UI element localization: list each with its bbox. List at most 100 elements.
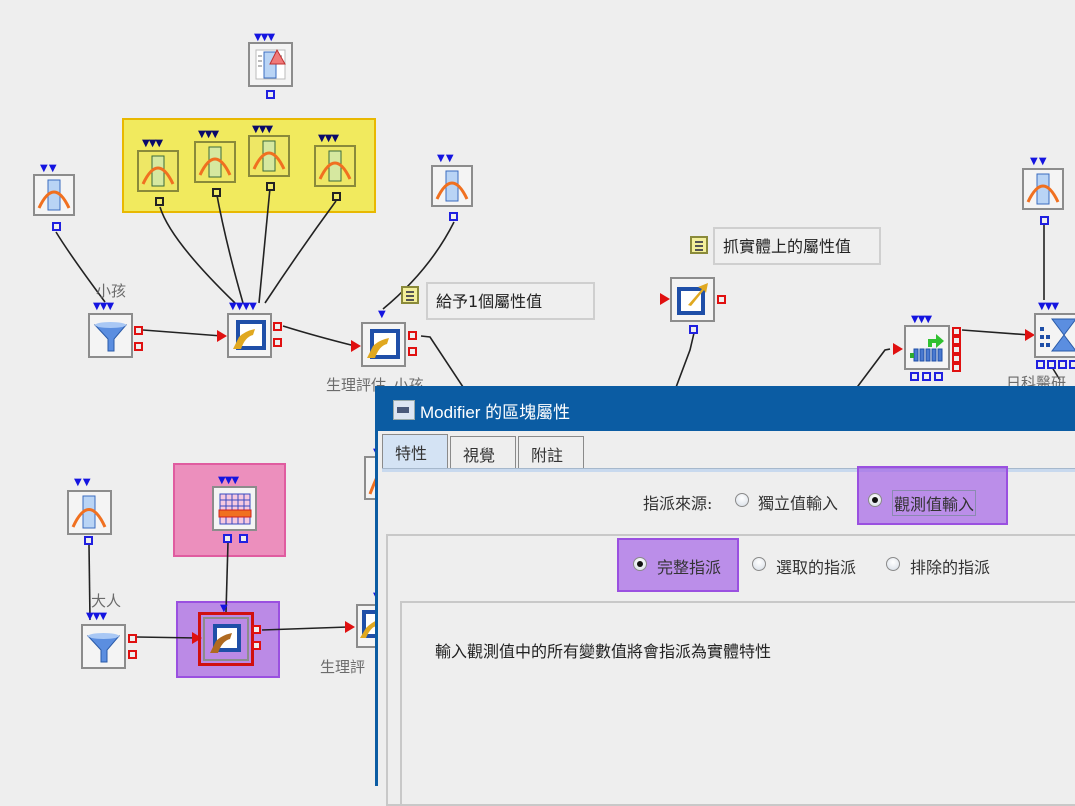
output-port[interactable] <box>934 372 943 381</box>
modifier-node-eval-adult[interactable] <box>356 604 378 648</box>
table-grid-icon <box>218 493 252 525</box>
tab-underline <box>382 468 1075 472</box>
dataset-node-left[interactable] <box>33 174 75 216</box>
modifier-node-eval-child[interactable] <box>361 322 406 367</box>
tab-properties[interactable]: 特性 <box>382 434 448 468</box>
output-port[interactable] <box>332 192 341 201</box>
output-port[interactable] <box>223 534 232 543</box>
output-port[interactable] <box>449 212 458 221</box>
input-ports[interactable]: ▼▼▼ <box>86 611 107 622</box>
radio-independent-input[interactable] <box>735 493 749 507</box>
funnel-icon <box>93 322 128 352</box>
output-port[interactable] <box>952 327 961 336</box>
radio-full-assign-label[interactable]: 完整指派 <box>657 558 722 577</box>
dataset-node-1[interactable] <box>137 150 179 192</box>
output-port[interactable] <box>952 336 961 345</box>
input-ports[interactable]: ▼▼▼ <box>252 124 273 135</box>
input-ports[interactable]: ▼▼▼ <box>93 301 114 312</box>
note-get-attribute[interactable]: 抓實體上的屬性值 <box>713 227 881 265</box>
output-port[interactable] <box>134 326 143 335</box>
output-port[interactable] <box>1036 360 1045 369</box>
output-port[interactable] <box>408 331 417 340</box>
radio-full-assign[interactable] <box>633 557 647 571</box>
output-port[interactable] <box>52 222 61 231</box>
input-ports[interactable]: ▼▼▼ <box>1038 301 1059 312</box>
tab-visual[interactable]: 視覺 <box>450 436 516 468</box>
radio-excluded-assign-label[interactable]: 排除的指派 <box>910 558 991 577</box>
radio-observed-input-label[interactable]: 觀測值輸入 <box>892 490 977 516</box>
funnel-icon <box>86 633 121 663</box>
output-port[interactable] <box>128 650 137 659</box>
selected-modifier-node[interactable] <box>198 612 254 666</box>
radio-observed-input[interactable] <box>868 493 882 507</box>
output-port[interactable] <box>1069 360 1075 369</box>
output-port[interactable] <box>1047 360 1056 369</box>
tab-notes[interactable]: 附註 <box>518 436 584 468</box>
highlight-full-assign <box>617 538 739 592</box>
alert-dataset-node[interactable] <box>248 42 293 87</box>
batch-output-node[interactable] <box>904 325 950 370</box>
input-ports[interactable]: ▼▼▼ <box>254 32 275 43</box>
output-port[interactable] <box>952 345 961 354</box>
dataset-node-3[interactable] <box>248 135 290 177</box>
input-ports[interactable]: ▼ ▼ <box>1030 156 1047 167</box>
radio-selected-assign-label[interactable]: 選取的指派 <box>776 558 857 577</box>
output-port[interactable] <box>134 342 143 351</box>
output-port[interactable] <box>1058 360 1067 369</box>
input-ports[interactable]: ▼▼▼ <box>911 314 932 325</box>
input-ports[interactable]: ▼▼▼ <box>142 138 163 149</box>
batch-export-icon <box>910 334 944 362</box>
output-port[interactable] <box>922 372 931 381</box>
dataset-node-right[interactable] <box>1022 168 1064 210</box>
tab-label: 視覺 <box>463 446 496 465</box>
radio-selected-assign[interactable] <box>752 557 766 571</box>
dataset-node-center[interactable] <box>431 165 473 207</box>
filter-node-adult[interactable] <box>81 624 126 669</box>
input-arrow <box>192 632 202 644</box>
output-port[interactable] <box>266 90 275 99</box>
delay-node[interactable] <box>1034 313 1075 358</box>
input-ports[interactable]: ▼▼▼ <box>218 475 239 486</box>
radio-excluded-assign[interactable] <box>886 557 900 571</box>
output-port[interactable] <box>952 363 961 372</box>
output-port[interactable] <box>1040 216 1049 225</box>
export-icon <box>677 283 708 315</box>
dataset-node-adult[interactable] <box>67 490 112 535</box>
table-node[interactable] <box>212 486 257 531</box>
modifier-node-adult[interactable] <box>203 617 249 661</box>
input-ports[interactable]: ▼▼▼ <box>198 129 219 140</box>
get-attribute-node[interactable] <box>670 277 715 322</box>
input-ports[interactable]: ▼ <box>378 309 386 320</box>
output-port[interactable] <box>239 534 248 543</box>
input-ports[interactable]: ▼ ▼ <box>74 477 91 488</box>
dataset-node-2[interactable] <box>194 141 236 183</box>
dialog-titlebar[interactable]: Modifier 的區塊屬性 <box>378 386 1075 431</box>
output-port[interactable] <box>910 372 919 381</box>
filter-node-child[interactable] <box>88 313 133 358</box>
output-port[interactable] <box>84 536 93 545</box>
input-ports[interactable]: ▼▼▼▼ <box>229 301 257 312</box>
input-arrow <box>217 330 227 342</box>
input-ports[interactable]: ▼▼▼ <box>318 133 339 144</box>
dataset-node-4[interactable] <box>314 145 356 187</box>
output-port[interactable] <box>408 347 417 356</box>
output-port[interactable] <box>273 322 282 331</box>
input-ports[interactable]: ▼ ▼ <box>437 153 454 164</box>
output-port[interactable] <box>717 295 726 304</box>
input-ports[interactable]: ▼ ▼ <box>40 163 57 174</box>
output-port[interactable] <box>252 641 261 650</box>
output-port[interactable] <box>212 188 221 197</box>
block-properties-dialog[interactable]: Modifier 的區塊屬性 特性 視覺 附註 指派來源: 獨立值輸入 觀測值輸… <box>375 386 1075 806</box>
input-ports[interactable]: ▼ <box>220 603 228 614</box>
output-port[interactable] <box>273 338 282 347</box>
note-give-attribute[interactable]: 給予1個屬性值 <box>426 282 595 320</box>
output-port[interactable] <box>252 625 261 634</box>
input-arrow <box>351 340 361 352</box>
radio-independent-input-label[interactable]: 獨立值輸入 <box>758 494 839 513</box>
output-port[interactable] <box>128 634 137 643</box>
output-port[interactable] <box>689 325 698 334</box>
output-port[interactable] <box>155 197 164 206</box>
modifier-node-1[interactable] <box>227 313 272 358</box>
output-port[interactable] <box>952 354 961 363</box>
output-port[interactable] <box>266 182 275 191</box>
